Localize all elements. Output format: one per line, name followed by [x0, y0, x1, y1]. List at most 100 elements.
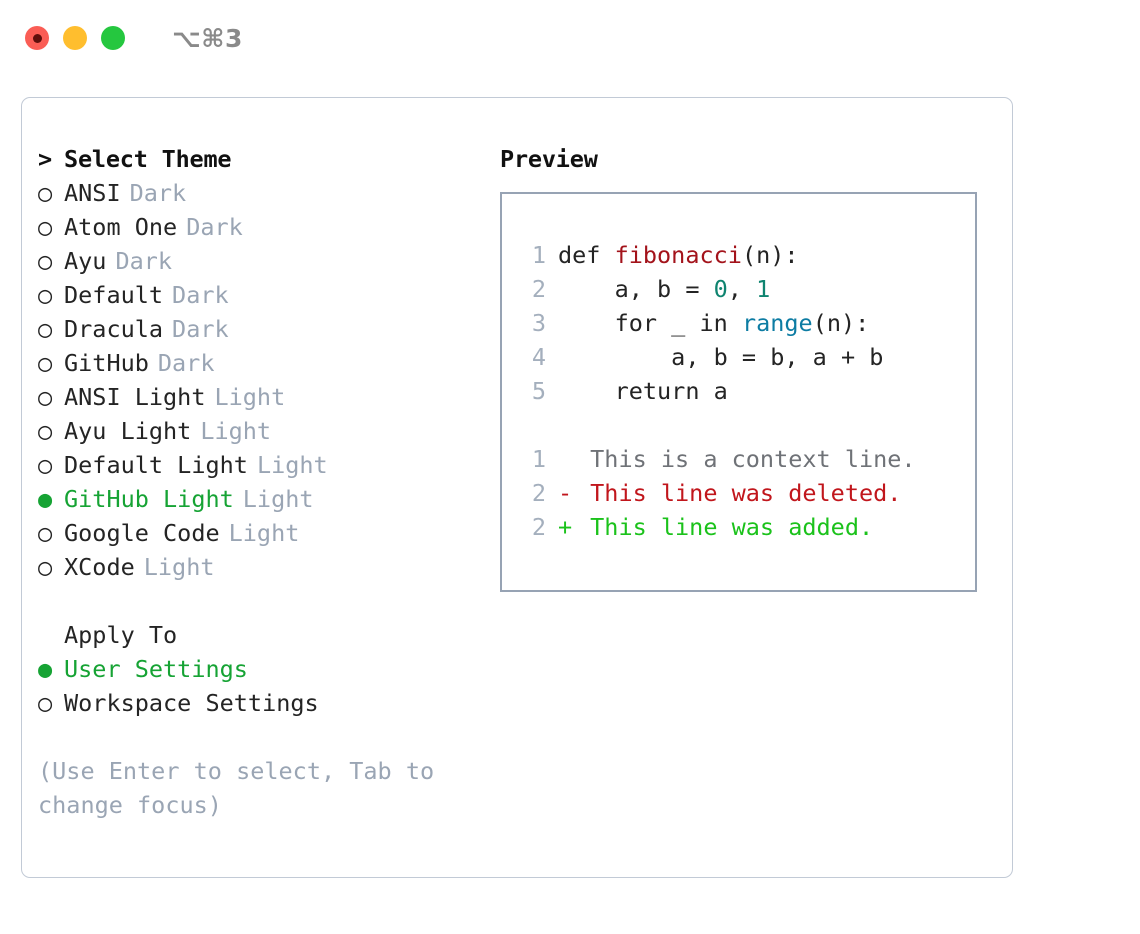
- theme-name-label: Ayu: [64, 247, 107, 275]
- code-line-text: a, b = 0, 1: [558, 272, 771, 306]
- theme-variant-badge: Light: [242, 485, 314, 513]
- theme-list-item[interactable]: ○ Atom One Dark: [38, 210, 500, 244]
- theme-list-item[interactable]: ○ ANSI Dark: [38, 176, 500, 210]
- radio-unselected-icon: ○: [38, 689, 53, 717]
- diff-marker-add: +: [558, 513, 573, 541]
- theme-variant-badge: Light: [143, 553, 215, 581]
- theme-variant-badge: Dark: [157, 349, 215, 377]
- code-line-text: def fibonacci(n):: [558, 238, 799, 272]
- theme-variant-badge: Dark: [129, 179, 187, 207]
- diff-line-text: This line was added.: [576, 513, 874, 541]
- prompt-caret-icon: >: [38, 145, 52, 173]
- apply-to-label: Workspace Settings: [64, 689, 319, 717]
- theme-variant-badge: Light: [228, 519, 300, 547]
- code-token-plain: def: [558, 241, 615, 269]
- theme-name-label: Google Code: [64, 519, 220, 547]
- apply-to-heading: Apply To: [64, 621, 178, 649]
- theme-name-label: Atom One: [64, 213, 178, 241]
- close-button[interactable]: [25, 26, 49, 50]
- code-token-plain: a, b = b, a + b: [558, 343, 884, 371]
- title-bar: ⌥⌘3: [0, 0, 1140, 76]
- line-number: 3: [531, 309, 546, 337]
- apply-to-item[interactable]: ●User Settings: [38, 652, 500, 686]
- radio-unselected-icon: ○: [38, 553, 53, 581]
- diff-line-text: This is a context line.: [576, 445, 916, 473]
- maximize-button[interactable]: [101, 26, 125, 50]
- theme-name-label: Ayu Light: [64, 417, 192, 445]
- minimize-button[interactable]: [63, 26, 87, 50]
- radio-unselected-icon: ○: [38, 383, 53, 411]
- radio-unselected-icon: ○: [38, 451, 53, 479]
- code-line: 3 for _ in range(n):: [516, 306, 975, 340]
- radio-unselected-icon: ○: [38, 315, 53, 343]
- diff-line-text: This line was deleted.: [576, 479, 902, 507]
- code-token-call: range: [741, 309, 813, 337]
- code-line: 5 return a: [516, 374, 975, 408]
- line-number: 2: [531, 479, 546, 507]
- theme-variant-badge: Light: [256, 451, 328, 479]
- code-token-plain: a, b =: [558, 275, 714, 303]
- code-diff-spacer: [516, 408, 975, 442]
- diff-line: 2- This line was deleted.: [516, 476, 975, 510]
- line-number: 4: [531, 343, 546, 371]
- line-number: 5: [531, 377, 546, 405]
- theme-name-label: XCode: [64, 553, 135, 581]
- code-line-text: a, b = b, a + b: [558, 340, 883, 374]
- radio-unselected-icon: ○: [38, 349, 53, 377]
- theme-name-label: GitHub Light: [64, 485, 234, 513]
- code-token-plain: (n):: [812, 309, 870, 337]
- code-token-num: 1: [756, 275, 771, 303]
- theme-list-item[interactable]: ○ Ayu Light Light: [38, 414, 500, 448]
- radio-unselected-icon: ○: [38, 519, 53, 547]
- code-line-text: return a: [558, 374, 728, 408]
- theme-variant-badge: Dark: [186, 213, 243, 241]
- theme-name-label: Default: [64, 281, 164, 309]
- theme-list-item[interactable]: ● GitHub Light Light: [38, 482, 500, 516]
- code-token-num: 0: [713, 275, 728, 303]
- diff-line: 1 This is a context line.: [516, 442, 975, 476]
- theme-variant-badge: Light: [214, 383, 286, 411]
- keyboard-shortcut-label: ⌥⌘3: [172, 23, 243, 53]
- radio-selected-icon: ●: [38, 485, 53, 513]
- theme-variant-badge: Light: [200, 417, 272, 445]
- radio-unselected-icon: ○: [38, 213, 53, 241]
- code-token-plain: return a: [558, 377, 728, 405]
- radio-unselected-icon: ○: [38, 179, 53, 207]
- line-number: 2: [531, 513, 546, 541]
- code-line: 2 a, b = 0, 1: [516, 272, 975, 306]
- line-number: 1: [531, 445, 546, 473]
- apply-to-label: User Settings: [64, 655, 248, 683]
- select-theme-heading-label: Select Theme: [64, 145, 232, 173]
- radio-unselected-icon: ○: [38, 417, 53, 445]
- apply-to-list: ●User Settings ○ Workspace Settings: [38, 652, 500, 720]
- apply-to-item[interactable]: ○ Workspace Settings: [38, 686, 500, 720]
- theme-name-label: GitHub: [64, 349, 149, 377]
- diff-marker-context: [558, 442, 576, 476]
- line-number: 2: [531, 275, 546, 303]
- theme-list-item[interactable]: ○ GitHub Dark: [38, 346, 500, 380]
- preview-title: Preview: [500, 145, 598, 173]
- theme-list-item[interactable]: ○ XCode Light: [38, 550, 500, 584]
- window-controls: [25, 26, 125, 50]
- code-token-plain: for _ in: [558, 309, 742, 337]
- theme-name-label: ANSI: [64, 179, 121, 207]
- theme-variant-badge: Dark: [172, 281, 229, 309]
- code-line: 4 a, b = b, a + b: [516, 340, 975, 374]
- code-token-fn: fibonacci: [614, 241, 742, 269]
- code-token-plain: ,: [727, 275, 757, 303]
- keyboard-hint: (Use Enter to select, Tab to change focu…: [38, 757, 435, 819]
- theme-list-item[interactable]: ○ Google Code Light: [38, 516, 500, 550]
